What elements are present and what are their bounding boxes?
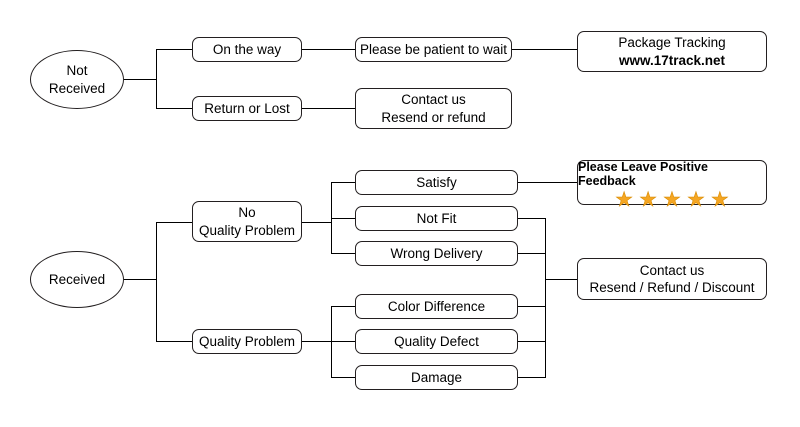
star-icon-1: ★ [615,188,634,211]
node-wrong-delivery: Wrong Delivery [355,241,518,266]
node-package-tracking: Package Tracking www.17track.net [577,31,767,72]
node-quality-defect: Quality Defect [355,329,518,354]
node-return-or-lost-label: Return or Lost [204,100,290,116]
connector-to-not-fit [331,218,355,219]
connector-qp-bus [331,306,332,378]
node-color-difference: Color Difference [355,294,518,319]
node-received: Received [30,251,124,308]
node-satisfy: Satisfy [355,170,518,195]
node-contact-resend-refund-discount-line2: Resend / Refund / Discount [589,280,755,295]
node-no-quality-problem-line1: No [238,205,256,221]
node-package-tracking-line2: www.17track.net [618,52,726,68]
node-please-be-patient: Please be patient to wait [355,37,512,62]
node-contact-resend-refund-top-line1: Contact us [401,92,466,108]
node-not-received-line1: Not [66,63,88,79]
connector-to-no-quality-problem [156,222,192,223]
connector-merge-bus [545,218,546,378]
node-satisfy-label: Satisfy [416,174,457,190]
node-no-quality-problem: No Quality Problem [192,201,302,242]
connector-not-received-stem [124,79,157,80]
connector-on-the-way-to-wait [302,49,355,50]
node-damage-label: Damage [410,369,463,385]
connector-to-quality-defect [331,341,355,342]
connector-received-bus [156,222,157,341]
star-icon-2: ★ [639,188,658,211]
connector-to-quality-problem [156,341,192,342]
star-icon-4: ★ [686,188,706,211]
connector-to-on-the-way [156,49,192,50]
node-return-or-lost: Return or Lost [192,96,302,121]
connector-return-to-contact [302,108,355,109]
node-not-received-line2: Received [48,80,106,96]
connector-wait-to-tracking [512,49,577,50]
node-no-quality-problem-line2: Quality Problem [198,222,296,238]
connector-color-difference-merge [518,306,545,307]
node-received-label: Received [48,271,106,287]
connector-merge-to-contact [545,279,577,280]
node-contact-resend-refund-top: Contact us Resend or refund [355,88,512,129]
node-damage: Damage [355,365,518,390]
connector-to-satisfy [331,182,355,183]
connector-to-return-or-lost [156,108,192,109]
connector-nqp-stem [302,222,332,223]
connector-not-received-bus [156,49,157,109]
node-contact-resend-refund-discount: Contact us Resend / Refund / Discount [577,258,767,300]
node-contact-resend-refund-top-line2: Resend or refund [381,109,486,125]
node-contact-resend-refund-discount-line1: Contact us [639,262,705,278]
node-please-be-patient-label: Please be patient to wait [359,41,508,57]
connector-satisfy-to-feedback [518,182,577,183]
node-quality-problem: Quality Problem [192,329,302,354]
connector-received-stem [124,279,157,280]
node-positive-feedback: Please Leave Positive Feedback ★ ★ ★ ★ ★ [577,159,767,210]
connector-to-color-difference [331,306,355,307]
node-wrong-delivery-label: Wrong Delivery [390,245,483,261]
connector-to-wrong-delivery [331,253,355,254]
node-quality-problem-label: Quality Problem [198,333,296,349]
node-color-difference-label: Color Difference [387,298,486,314]
star-icon-3: ★ [663,188,682,211]
star-icon-5: ★ [710,188,730,211]
feedback-text: Please Leave Positive Feedback [578,159,708,188]
node-package-tracking-line1: Package Tracking [618,35,726,51]
connector-quality-defect-merge [518,341,545,342]
connector-to-damage [331,377,355,378]
node-on-the-way: On the way [192,37,302,62]
node-not-received: Not Received [30,50,124,109]
connector-not-fit-merge [518,218,545,219]
connector-damage-merge [518,377,545,378]
node-not-fit-label: Not Fit [416,210,457,226]
node-quality-defect-label: Quality Defect [394,333,479,349]
node-not-fit: Not Fit [355,206,518,231]
connector-wrong-delivery-merge [518,253,545,254]
node-on-the-way-label: On the way [212,41,282,57]
connector-qp-stem [302,341,332,342]
star-rating: ★ ★ ★ ★ ★ [615,188,730,211]
